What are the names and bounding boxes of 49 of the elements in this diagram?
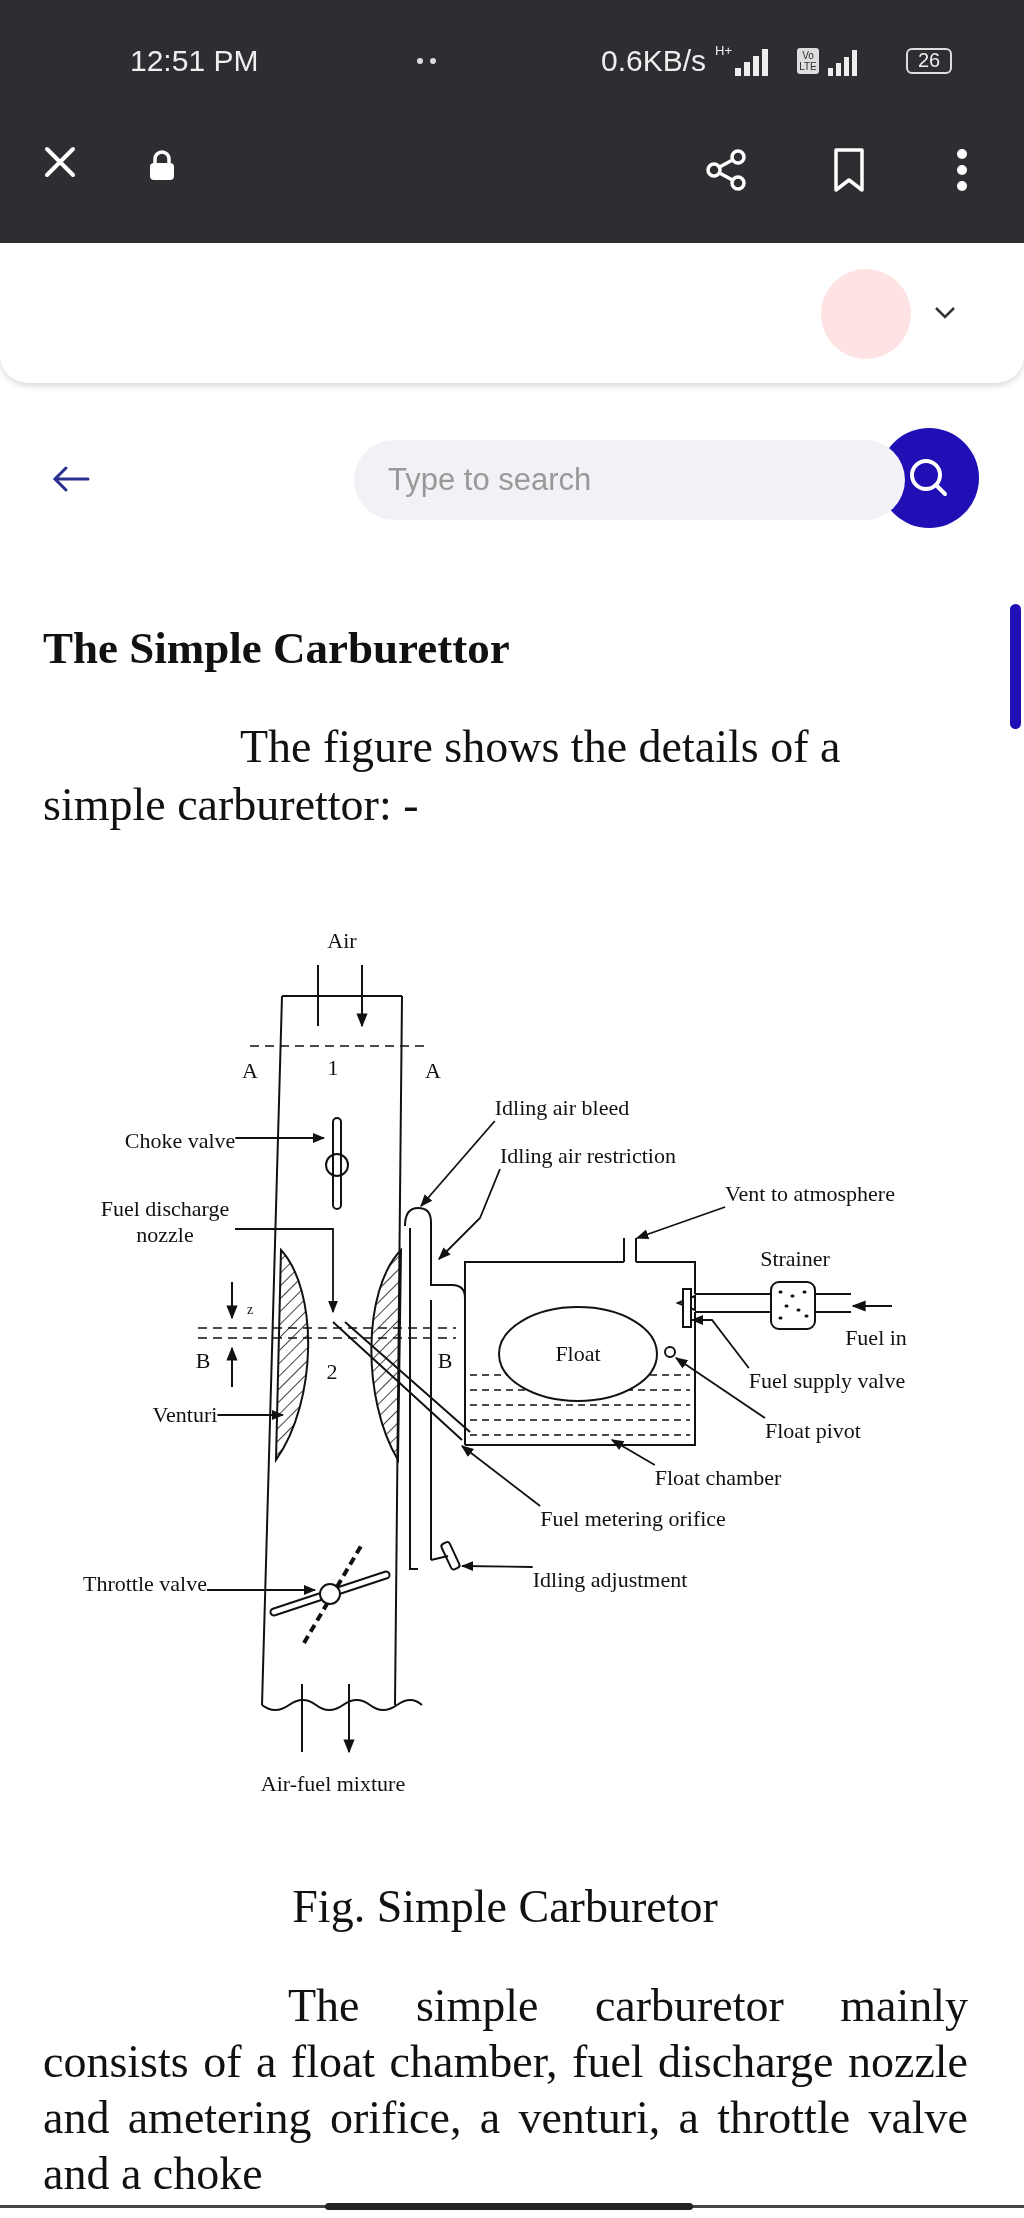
part-label: Choke valve	[124, 1128, 236, 1154]
dimension-label: z	[246, 1301, 254, 1319]
leader-line	[635, 1206, 726, 1239]
part-label: Strainer	[760, 1246, 830, 1272]
part-label: Throttle valve	[83, 1571, 207, 1597]
leader-line	[674, 1357, 766, 1419]
page-title: The Simple Carburettor	[43, 622, 510, 674]
clock-time: 12:51 PM	[130, 44, 259, 78]
battery-indicator: 26	[906, 48, 952, 74]
network-type: H+	[715, 44, 732, 57]
leader-line	[610, 1439, 656, 1466]
part-label: Venturi	[152, 1402, 218, 1428]
part-label: Vent to atmosphere	[725, 1181, 895, 1207]
network-speed: 0.6KB/s	[601, 44, 707, 78]
section-number: 1	[327, 1055, 339, 1081]
pivot-pin	[664, 1346, 676, 1358]
leader-line	[690, 1314, 750, 1369]
leader-line	[460, 1561, 534, 1572]
valve-body	[682, 1288, 692, 1328]
intro-paragraph: The figure shows the details of a simple carburettor: -	[43, 720, 842, 832]
figure-caption: Fig. Simple Carburetor	[292, 1879, 718, 1933]
leader-line	[234, 1132, 326, 1144]
leader-line	[438, 1168, 501, 1260]
part-label: Fuel discharge nozzle	[95, 1196, 235, 1248]
part-label: Float pivot	[765, 1418, 861, 1444]
leader-line	[461, 1445, 541, 1507]
section-letter: B	[437, 1348, 453, 1374]
part-label: Fuel metering orifice	[540, 1506, 726, 1532]
part-label: Idling adjustment	[532, 1567, 688, 1593]
part-label: Idling air bleed	[494, 1095, 630, 1121]
flow-label: Air-fuel mixture	[260, 1771, 406, 1797]
section-number: 2	[326, 1359, 338, 1385]
flow-label: Air	[327, 928, 357, 954]
leader-line	[234, 1228, 339, 1314]
section-letter: B	[195, 1348, 211, 1374]
body-paragraph: The simple carburetor mainly consists of a float chamber, fuel discharge nozzle and ametering orifice, a venturi, a throttle valve and a choke	[43, 1979, 968, 2201]
search-field: Type to search	[354, 440, 905, 520]
part-label: Float chamber	[654, 1465, 782, 1491]
leader-line	[420, 1120, 496, 1207]
float-ellipse: Float	[498, 1306, 658, 1402]
flow-label: Fuel in	[845, 1325, 907, 1351]
volte-badge: Vo LTE	[797, 48, 819, 74]
leader-line	[216, 1409, 285, 1421]
part-label: Idling air restriction	[500, 1143, 676, 1169]
leader-line	[206, 1584, 317, 1596]
section-letter: A	[425, 1058, 441, 1084]
section-letter: A	[242, 1058, 258, 1084]
vent-pipe	[623, 1238, 637, 1262]
part-label: Fuel supply valve	[748, 1368, 906, 1394]
